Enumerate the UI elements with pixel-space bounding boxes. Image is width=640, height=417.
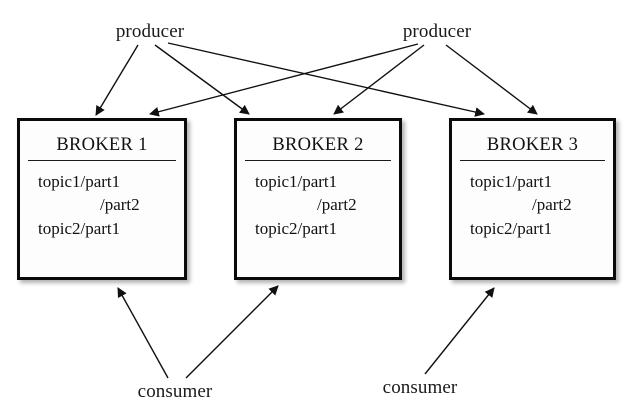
broker-box-1[interactable]: BROKER 1 topic1/part1 /part2 topic2/part… [17,118,187,280]
producer-label-2: producer [402,21,472,42]
producer2-to-broker2 [333,44,425,115]
broker-3-title: BROKER 3 [460,121,605,161]
broker-1-title: BROKER 1 [28,121,176,161]
broker-1-inner: BROKER 1 topic1/part1 /part2 topic2/part… [20,121,184,277]
topic-line: topic2/part1 [38,218,121,238]
producer1-to-broker1 [95,44,139,116]
producer2-to-broker3 [445,44,538,115]
producer1-to-broker3 [167,42,485,117]
broker-3-inner: BROKER 3 topic1/part1 /part2 topic2/part… [452,121,613,277]
topic-line: topic2/part1 [255,218,338,238]
consumer-label-1: consumer [137,381,213,402]
broker-box-3[interactable]: BROKER 3 topic1/part1 /part2 topic2/part… [449,118,616,280]
broker-2-topics: topic1/part1 /part2 topic2/part1 [245,161,391,240]
producer-label-1: producer [115,21,185,42]
producer2-to-broker1 [149,43,419,117]
topic-line: topic1/part1 [470,172,553,191]
producer1-to-broker2 [154,44,250,115]
broker-1-topics: topic1/part1 /part2 topic2/part1 [28,161,176,240]
topic-line: topic1/part1 [38,172,121,191]
broker-2-title: BROKER 2 [245,121,391,161]
topic-line: topic1/part1 [255,172,338,191]
broker-box-2[interactable]: BROKER 2 topic1/part1 /part2 topic2/part… [234,118,402,280]
topic-line: /part2 [532,195,572,215]
broker-3-topics: topic1/part1 /part2 topic2/part1 [460,161,605,240]
consumer1-to-broker1 [117,287,169,379]
topic-line: topic2/part1 [470,218,553,238]
consumer2-to-broker3 [424,287,495,375]
topic-line: /part2 [100,195,140,215]
topic-line: /part2 [317,195,357,215]
consumer1-to-broker2 [185,285,279,379]
consumer-label-2: consumer [382,377,458,398]
broker-2-inner: BROKER 2 topic1/part1 /part2 topic2/part… [237,121,399,277]
